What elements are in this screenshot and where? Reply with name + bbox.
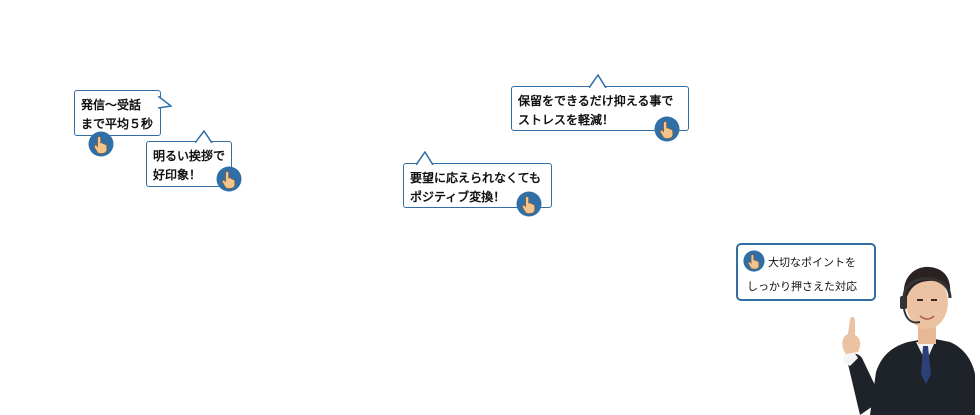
info-text-line: 大切なポイントを: [768, 256, 856, 269]
bubble-text-line: ポジティブ変換！: [410, 190, 506, 204]
bubble-tail: [195, 130, 213, 143]
callout-bubble-answer-speed: 発信～受話 まで平均５秒: [74, 90, 161, 136]
operator-illustration: [842, 266, 975, 415]
bubble-text-line: 保留をできるだけ抑える事で: [518, 94, 674, 108]
pointing-hand-icon: [743, 250, 765, 272]
pointing-hand-icon: [654, 116, 680, 142]
bubble-text-line: 明るい挨拶で: [153, 149, 226, 163]
bubble-text-line: ストレスを軽減！: [518, 113, 615, 127]
pointing-hand-icon: [88, 131, 114, 157]
bubble-text-line: 発信～受話: [81, 98, 142, 112]
info-text-line: しっかり押さえた対応: [747, 280, 857, 293]
bubble-tail: [589, 74, 607, 88]
pointing-hand-icon: [216, 166, 242, 192]
bubble-text-line: 要望に応えられなくても: [410, 171, 542, 185]
bubble-tail: [416, 151, 434, 165]
bubble-tail: [158, 96, 172, 109]
info-box-key-points: 大切なポイントを しっかり押さえた対応: [736, 243, 876, 301]
pointing-hand-icon: [516, 191, 542, 217]
bubble-text-line: まで平均５秒: [81, 117, 154, 131]
callout-bubble-positive: 要望に応えられなくても ポジティブ変換！: [403, 163, 552, 208]
bubble-text-line: 好印象！: [153, 168, 202, 182]
